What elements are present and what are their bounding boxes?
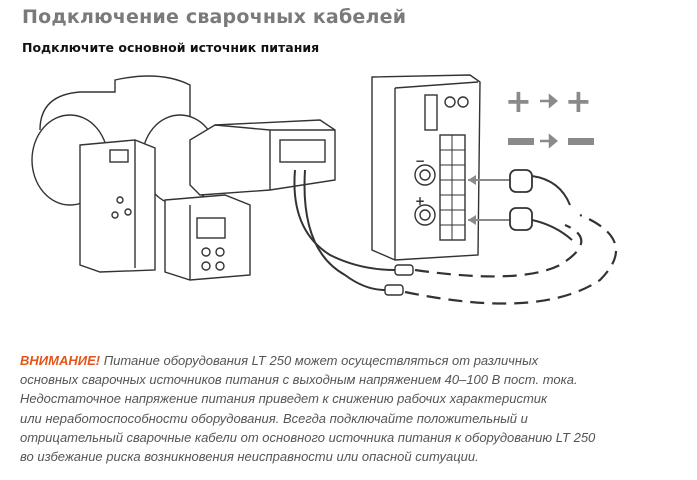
warning-label: ВНИМАНИЕ! (20, 353, 101, 368)
minus-symbol-right (568, 138, 594, 145)
svg-text:+: + (415, 194, 425, 208)
section-subtitle: Подключите основной источник питания (22, 40, 320, 55)
cable-connector-positive (509, 207, 573, 241)
warning-line: Недостаточное напряжение питания приведе… (20, 391, 548, 407)
warning-line: или неработоспособности оборудования. Вс… (20, 410, 528, 426)
warning-line: во избежание риска возникновения неиспра… (20, 449, 479, 465)
minus-symbol-left (508, 138, 534, 145)
warning-line: основных сварочных источников питания с … (20, 372, 578, 388)
lt250-unit: − + (371, 74, 481, 261)
cable-connector-negative (509, 169, 571, 206)
welding-cable-connection-illustration: − + + + (31, 74, 617, 305)
plus-symbol-left: + (505, 82, 532, 120)
warning-notice: ВНИМАНИЕ! Питание оборудования LT 250 мо… (20, 351, 680, 466)
svg-text:−: − (415, 154, 425, 168)
polarity-legend: + + (505, 82, 594, 149)
warning-line: отрицательный сварочные кабели от основн… (20, 429, 596, 445)
plus-symbol-right: + (565, 82, 592, 120)
page-title: Подключение сварочных кабелей (22, 6, 407, 28)
welding-equipment-group (31, 75, 414, 296)
warning-line: Питание оборудования LT 250 может осущес… (103, 353, 539, 368)
